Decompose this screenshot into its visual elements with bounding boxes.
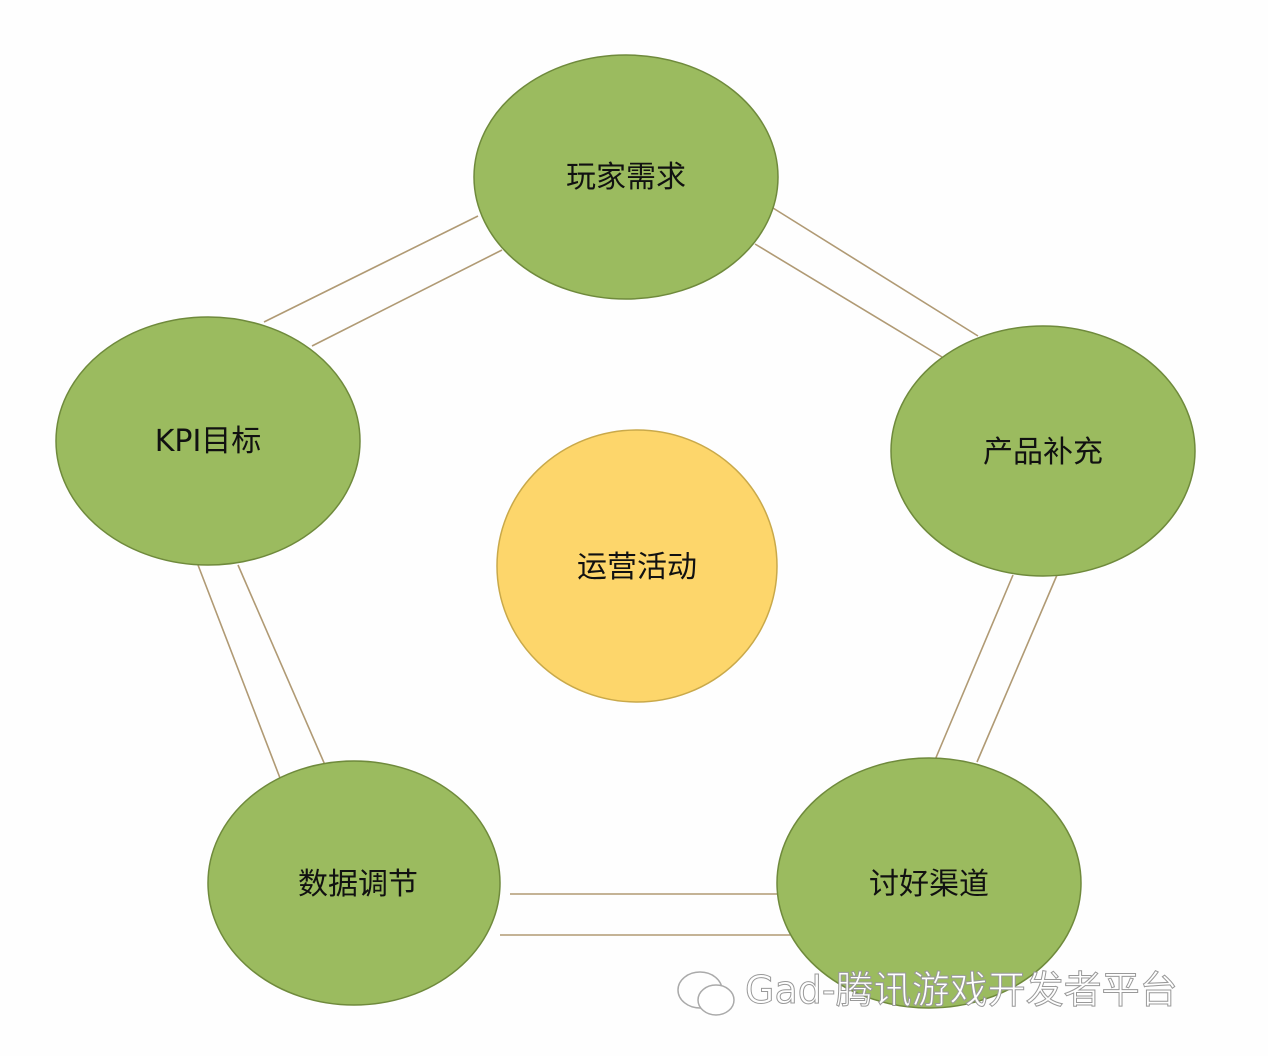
node-player-needs — [473, 54, 779, 300]
connector-product-channel-b — [976, 574, 1058, 763]
node-product-supplement — [890, 325, 1196, 577]
node-label: 数据调节 — [298, 867, 418, 902]
connector-data-kpi-b — [237, 564, 326, 766]
center-label: 运营活动 — [577, 550, 697, 585]
connector-top-kpi-a — [263, 215, 479, 323]
connector-product-channel-a — [934, 574, 1014, 761]
node-label: KPI目标 — [155, 424, 262, 459]
node-label: 玩家需求 — [566, 160, 686, 195]
node-operations-activity — [496, 429, 778, 703]
watermark-text: Gad-腾讯游戏开发者平台 — [745, 968, 1178, 1012]
connectors — [197, 207, 1058, 936]
node-please-channels — [776, 757, 1082, 1009]
connector-top-product-a — [772, 207, 979, 337]
connector-top-kpi-b — [311, 249, 503, 347]
connector-data-kpi-a — [197, 564, 281, 779]
node-kpi-target — [55, 316, 361, 566]
node-label: 讨好渠道 — [869, 867, 989, 902]
connector-top-product-b — [754, 243, 943, 358]
node-label: 产品补充 — [983, 435, 1103, 470]
node-data-adjustment — [207, 760, 501, 1006]
wechat-icon — [677, 971, 735, 1016]
